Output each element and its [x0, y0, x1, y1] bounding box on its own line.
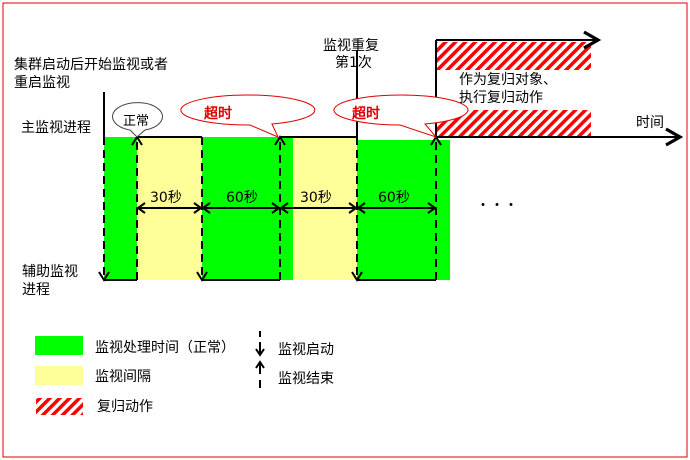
legend-end: 监视结束 — [278, 371, 334, 387]
repeat-note: 监视重复 — [323, 37, 379, 54]
aux-process-label-2: 进程 — [22, 282, 50, 298]
legend-recovery: 复归动作 — [97, 398, 153, 415]
continuation-dots: ・・・ — [476, 198, 518, 214]
callout-normal — [112, 102, 163, 138]
legend-swatch-recovery — [36, 398, 83, 415]
start-note: 集群启动后开始监视或者 — [14, 56, 168, 73]
interval-label-2: 60秒 — [226, 190, 258, 206]
repeat-note-2: 第1次 — [335, 54, 372, 71]
recovery-note-2: 执行复归动作 — [459, 89, 543, 106]
interval-label-1: 30秒 — [150, 190, 182, 206]
recovery-hatch-top — [437, 42, 591, 70]
callout-timeout-2 — [333, 94, 469, 139]
start-note-2: 重启监视 — [14, 75, 70, 91]
legend-interval: 监视间隔 — [95, 369, 151, 385]
main-process-signal — [103, 30, 684, 281]
interval-label-4: 60秒 — [378, 190, 410, 206]
interval-dimension-arrows — [136, 202, 437, 214]
interval-label-3: 30秒 — [300, 190, 332, 206]
callout-timeout-1-text: 超时 — [203, 105, 232, 122]
legend-start-arrow-icon — [255, 331, 265, 357]
main-process-label: 主监视进程 — [21, 120, 91, 136]
time-axis-label: 时间 — [636, 115, 664, 131]
aux-process-label: 辅助监视 — [22, 264, 78, 280]
legend-processing: 监视处理时间（正常） — [95, 340, 235, 356]
callout-timeout-1 — [180, 94, 316, 138]
callout-timeout-2-text: 超时 — [351, 105, 380, 122]
legend-swatch-processing — [35, 336, 83, 355]
recovery-note: 作为复归对象、 — [459, 71, 557, 88]
legend-start: 监视启动 — [278, 342, 334, 358]
processing-block-3 — [357, 140, 450, 280]
processing-block-1 — [104, 137, 137, 280]
callout-normal-text: 正常 — [123, 114, 149, 129]
legend-end-arrow-icon — [255, 360, 265, 388]
legend-swatch-interval — [35, 366, 83, 385]
